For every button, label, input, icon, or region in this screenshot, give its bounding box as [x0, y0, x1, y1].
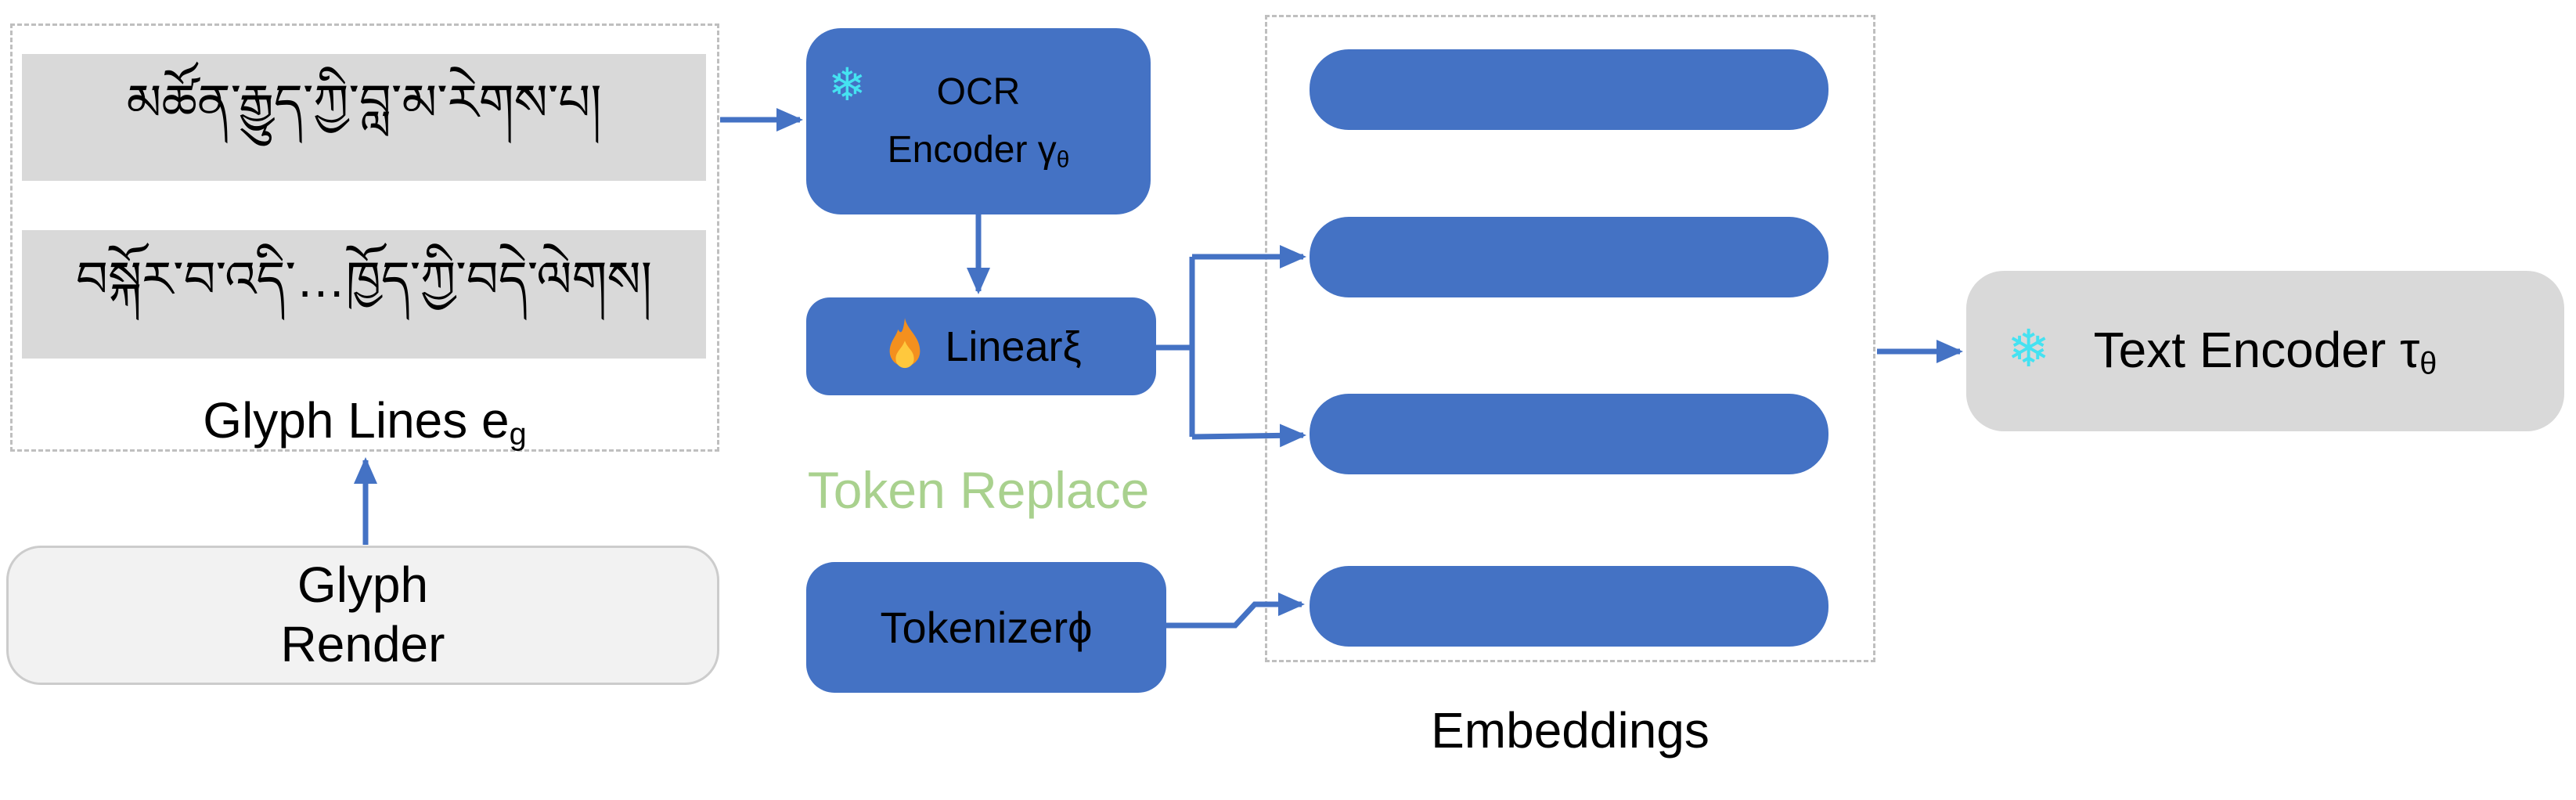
linear-label: Linearξ: [945, 323, 1082, 370]
linear-box: Linearξ: [806, 297, 1156, 395]
text-encoder-label: Text Encoder τθ: [2094, 321, 2437, 382]
text-encoder-theta-subscript: θ: [2419, 346, 2437, 381]
snowflake-icon: ❄: [828, 59, 866, 110]
glyph-render-line2: Render: [280, 616, 445, 672]
glyph-lines-caption-subscript: g: [509, 416, 527, 452]
embedding-token-pill-2: [1310, 217, 1828, 297]
glyph-lines-caption-text: Glyph Lines e: [203, 392, 510, 449]
glyph-render-box: Glyph Render: [6, 546, 719, 685]
tibetan-text-line-2: བསྐོར་བ་འདི་…ཁྱོད་ཀྱི་བདེ་ལེགས།: [76, 251, 652, 308]
glyph-line-image-2: བསྐོར་བ་འདི་…ཁྱོད་ཀྱི་བདེ་ལེགས།: [22, 230, 706, 359]
embedding-token-pill-4: [1310, 566, 1828, 647]
ocr-encoder-line2: Encoder γθ: [888, 121, 1070, 179]
snowflake-icon: ❄: [2007, 319, 2051, 377]
fire-icon: [889, 317, 921, 368]
ocr-encoder-line1: OCR: [936, 70, 1021, 113]
embeddings-caption: Embeddings: [1431, 702, 1710, 759]
embedding-token-pill-3: [1310, 394, 1828, 474]
text-encoder-box: ❄ Text Encoder τθ: [1966, 271, 2564, 431]
token-replace-label: Token Replace: [807, 461, 1150, 519]
tokenizer-label: Tokenizerϕ: [880, 603, 1093, 652]
tokenizer-box: Tokenizerϕ: [806, 562, 1166, 693]
embedding-token-pill-1: [1310, 49, 1828, 130]
glyph-line-image-1: མཚོན་རྒྱུད་ཀྱི་བླ་མ་རེགས་པ།: [22, 54, 706, 181]
ocr-encoder-line2-text: Encoder γ: [887, 129, 1057, 171]
glyph-render-line1: Glyph: [297, 557, 429, 614]
text-encoder-label-text: Text Encoder τ: [2093, 321, 2420, 378]
ocr-encoder-theta-subscript: θ: [1056, 146, 1070, 173]
glyph-lines-caption: Glyph Lines eg: [10, 391, 719, 452]
ocr-encoder-box: ❄ OCR Encoder γθ: [806, 28, 1151, 214]
tibetan-text-line-1: མཚོན་རྒྱུད་ཀྱི་བླ་མ་རེགས་པ།: [126, 74, 602, 131]
